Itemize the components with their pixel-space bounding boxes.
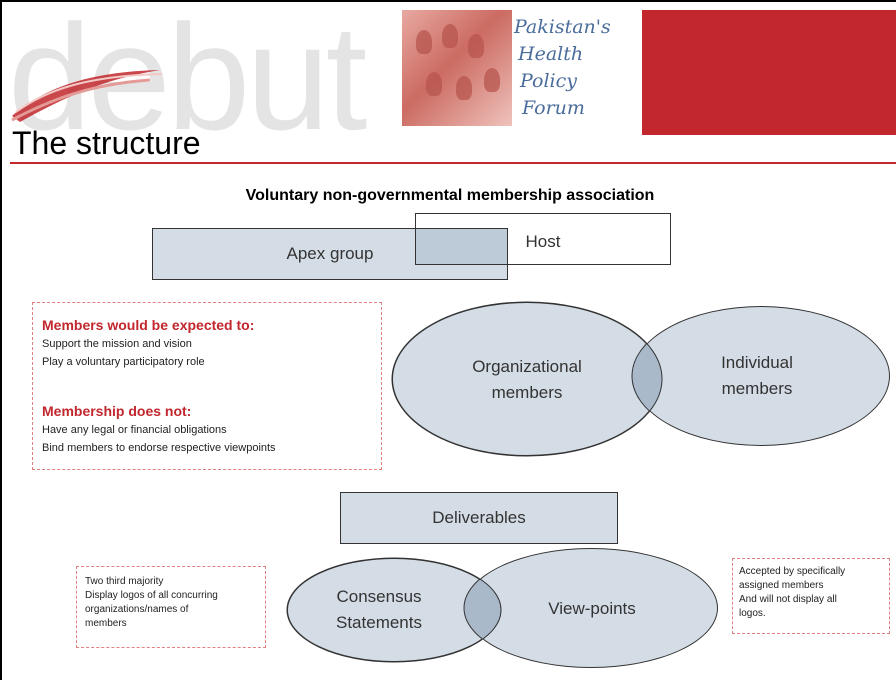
- non-obligation-item: Bind members to endorse respective viewp…: [42, 442, 276, 454]
- slide-title: The structure: [12, 125, 201, 161]
- photo-figure: [416, 30, 432, 54]
- non-obligations-section: Membership does not: Have any legal or f…: [42, 401, 276, 457]
- photo-figure: [426, 72, 442, 96]
- expectation-item: Play a voluntary participatory role: [42, 356, 205, 368]
- non-obligations-heading: Membership does not:: [42, 403, 192, 419]
- consensus-note-line: members: [85, 618, 127, 629]
- forum-logo: Pakistan's Health Policy Forum: [514, 14, 636, 132]
- swoosh-graphic: [11, 70, 163, 122]
- photo-figure: [468, 34, 484, 58]
- photo-figure: [456, 76, 472, 100]
- expectation-item: Support the mission and vision: [42, 338, 192, 350]
- expectations-heading: Members would be expected to:: [42, 317, 255, 333]
- individual-members-ellipse: [632, 306, 890, 446]
- host-box: Host: [415, 213, 671, 265]
- view-points-note-text: Accepted by specifically assigned member…: [739, 565, 845, 621]
- expectations-section: Members would be expected to: Support th…: [42, 315, 254, 371]
- consensus-note-line: Two third majority: [85, 576, 164, 587]
- view-points-ellipse: [464, 548, 718, 668]
- apex-host-overlap: [416, 229, 507, 264]
- view-points-label: View-points: [548, 599, 636, 618]
- header-red-block: [642, 10, 896, 135]
- deliverables-label: Deliverables: [432, 508, 526, 527]
- deliverables-box: Deliverables: [340, 492, 618, 544]
- title-rule: [10, 162, 896, 164]
- view-points-note: Accepted by specifically assigned member…: [732, 558, 890, 634]
- view-points-note-line: assigned members: [739, 580, 824, 591]
- diagram-heading: Voluntary non-governmental membership as…: [245, 187, 655, 204]
- membership-notes: Members would be expected to: Support th…: [32, 302, 382, 470]
- individual-members-label: Individual members: [721, 353, 793, 398]
- photo-figure: [442, 24, 458, 48]
- view-points-note-line: logos.: [739, 608, 766, 619]
- logo-line: Pakistan's: [514, 16, 611, 38]
- view-points-note-line: Accepted by specifically: [739, 566, 846, 577]
- header-photo: [402, 10, 512, 126]
- photo-figure: [484, 68, 500, 92]
- header-watermark: debut: [8, 0, 367, 161]
- logo-line: Health: [518, 43, 584, 65]
- consensus-note-line: Display logos of all concurring: [85, 590, 218, 601]
- consensus-note-text: Two third majority Display logos of all …: [85, 575, 218, 631]
- consensus-note: Two third majority Display logos of all …: [76, 566, 266, 648]
- consensus-note-line: organizations/names of: [85, 604, 189, 615]
- organizational-members-label: Organizational members: [472, 357, 582, 402]
- logo-line: Forum: [522, 97, 585, 119]
- view-points-note-line: And will not display all: [739, 594, 837, 605]
- consensus-statements-label: Consensus Statements: [336, 587, 422, 632]
- logo-line: Policy: [520, 70, 577, 92]
- non-obligation-item: Have any legal or financial obligations: [42, 424, 227, 436]
- organizational-members-ellipse: [392, 302, 662, 456]
- host-label: Host: [525, 232, 561, 251]
- apex-group-label: Apex group: [286, 244, 374, 263]
